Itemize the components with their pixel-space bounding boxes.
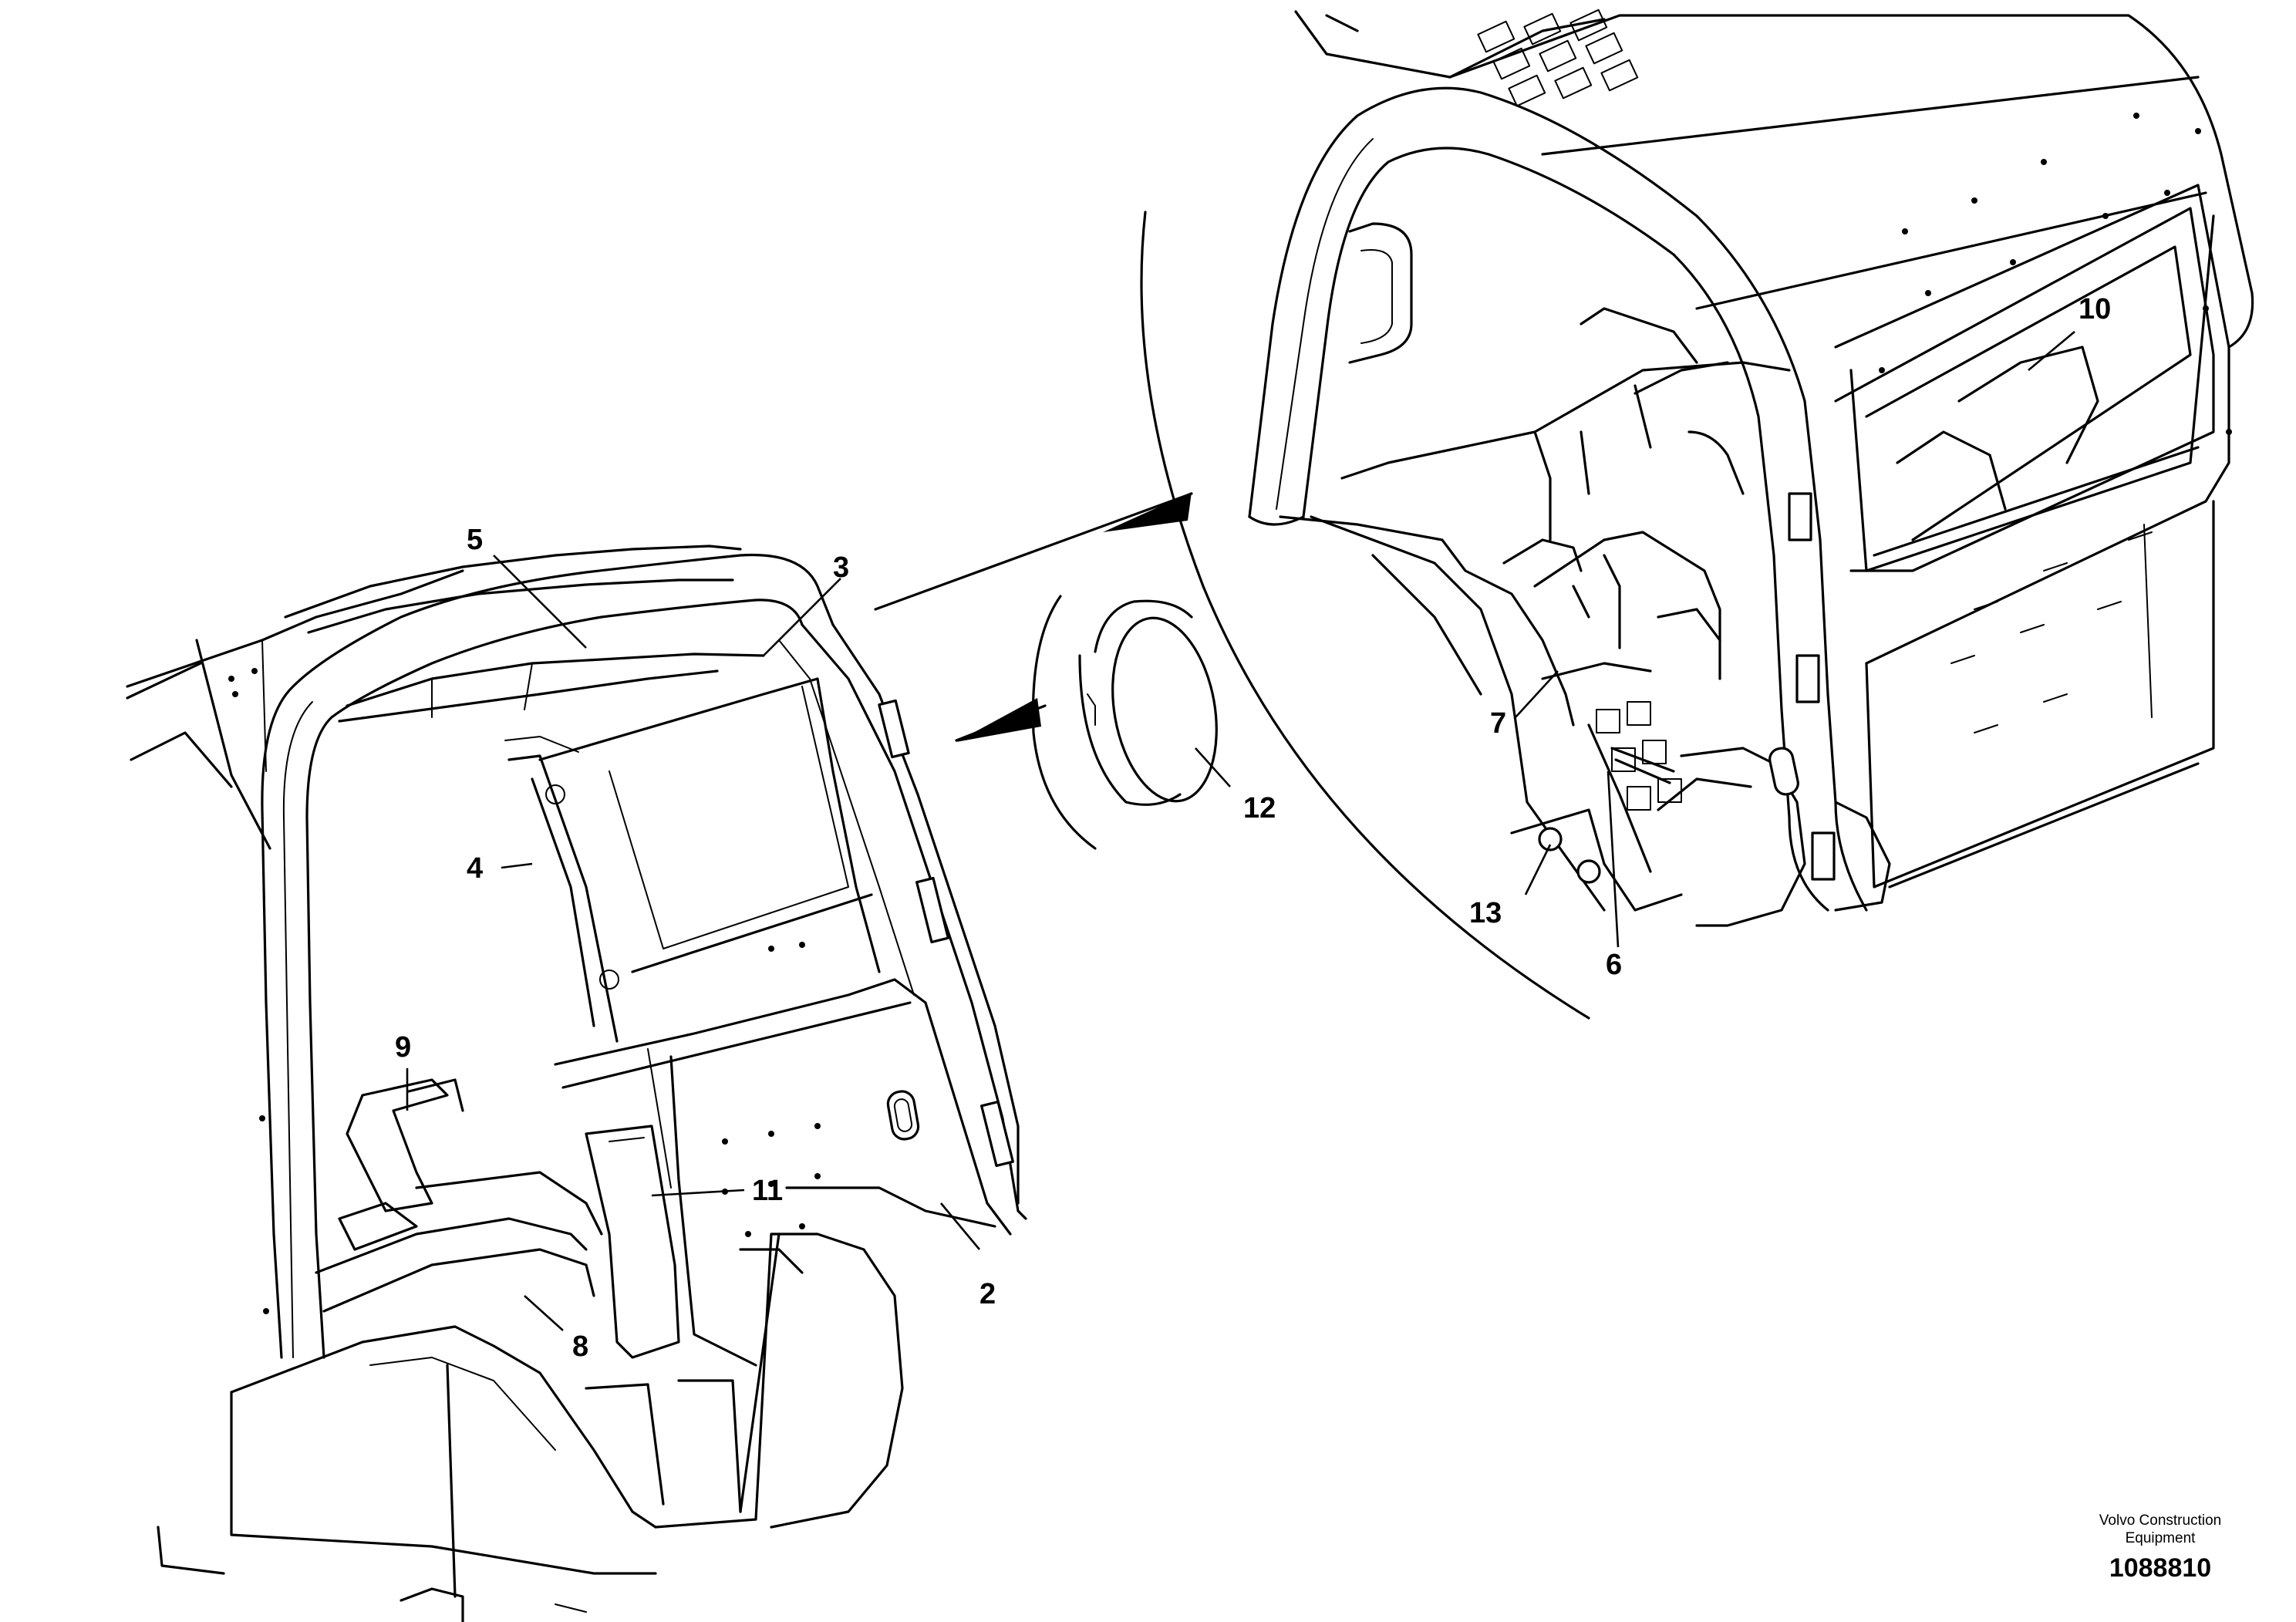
callout-11-leader: [651, 1189, 745, 1197]
detail-circle-arc: [1140, 211, 1590, 1020]
callout-13: 13: [1469, 897, 1502, 929]
callout-2-leader: [940, 1202, 980, 1250]
callout-13-leader: [1524, 844, 1552, 895]
callout-4: 4: [467, 852, 483, 885]
callout-8: 8: [572, 1330, 588, 1363]
callout-5: 5: [467, 524, 483, 556]
callout-7-leader: [1515, 670, 1559, 718]
manufacturer-line-1: Volvo Construction: [2099, 1512, 2222, 1529]
callout-12-leader: [1195, 747, 1231, 787]
left-cab-view: [126, 545, 1027, 1622]
document-number: 1088810: [2109, 1553, 2212, 1583]
callout-7: 7: [1490, 707, 1506, 740]
callout-5-leader: [493, 555, 587, 649]
manufacturer-line-2: Equipment: [2125, 1530, 2196, 1546]
manufacturer-label: Volvo Construction Equipment: [2060, 1512, 2261, 1547]
callout-2: 2: [979, 1278, 996, 1310]
callout-10: 10: [2079, 293, 2111, 325]
plug-part-12: [1031, 595, 1218, 850]
callout-11: 11: [752, 1175, 783, 1207]
callout-8-leader: [524, 1295, 564, 1331]
callout-12: 12: [1243, 792, 1276, 824]
callout-3-leader: [763, 578, 841, 656]
callouts: 2 3 4 5 6 7 8 9 10 11 12 13: [395, 293, 2111, 1363]
view-pointer-arrows: [874, 492, 1193, 742]
callout-10-leader: [2028, 331, 2075, 371]
right-cab-view: [1248, 8, 2254, 927]
callout-6: 6: [1606, 949, 1622, 981]
callout-3: 3: [833, 551, 849, 584]
callout-4-leader: [501, 862, 533, 869]
callout-6-leader: [1607, 771, 1620, 948]
callout-9: 9: [395, 1031, 411, 1064]
